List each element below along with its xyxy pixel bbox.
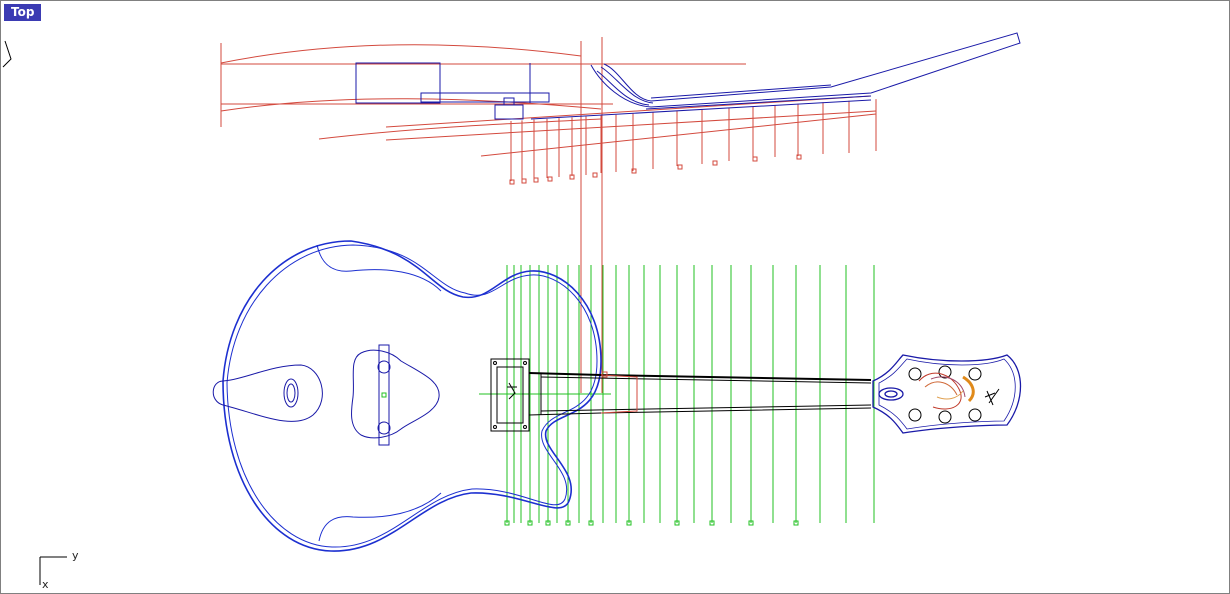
fretboard-bottom-inner: [540, 404, 872, 412]
fret-marker: [504, 520, 510, 526]
fret-marker: [565, 520, 571, 526]
axis-x-label: x: [42, 578, 49, 591]
headstock-symbol: [984, 388, 1000, 406]
projection-marker: [509, 179, 515, 185]
projection-marker: [592, 172, 598, 178]
fret-projection-ticks: [509, 99, 877, 185]
neck-profile-bottom-line: [645, 95, 872, 110]
projection-marker: [533, 177, 539, 183]
bridge-block-large: [355, 62, 441, 104]
saddle-block: [494, 104, 524, 120]
slope-guide: [480, 113, 877, 157]
fret-lines-green: [504, 265, 875, 526]
tailpiece: [212, 364, 323, 422]
truss-rod-cover: [878, 387, 904, 401]
saddle-cap: [503, 97, 515, 106]
projection-marker: [752, 156, 758, 162]
headstock-profile-top: [590, 32, 1021, 108]
fret-marker: [527, 520, 533, 526]
axis-y-label: y: [72, 549, 79, 562]
bridge-post-bottom: [377, 421, 391, 435]
pickup-symbol: [507, 382, 517, 400]
bridge-assembly: [350, 344, 440, 446]
bridge-plate: [420, 92, 550, 103]
body-outline-inner: [226, 244, 598, 548]
fret-marker: [674, 520, 680, 526]
projection-marker: [547, 176, 553, 182]
body-outline-outer: [222, 240, 602, 552]
fret-marker: [626, 520, 632, 526]
profile-curve-mid: [220, 98, 602, 112]
offscreen-curve-fragment: [2, 40, 12, 68]
projection-marker: [677, 164, 683, 170]
neck-profile-inner2: [600, 66, 654, 104]
neck-heel-red: [600, 371, 638, 414]
bridge-post-top: [377, 360, 391, 374]
neck-profile-inner: [596, 70, 650, 106]
profile-curve-top: [220, 44, 582, 64]
projection-marker: [521, 178, 527, 184]
tailpiece-outline: [212, 364, 323, 422]
headstock-outline: [872, 354, 1022, 434]
axis-indicator: y x: [39, 549, 79, 591]
fret-marker: [588, 520, 594, 526]
pickup-assembly: [490, 358, 530, 432]
bridge-bar: [378, 344, 390, 446]
fret-marker: [545, 520, 551, 526]
projection-marker: [569, 174, 575, 180]
profile-blue: [355, 32, 1021, 120]
projection-marker: [796, 154, 802, 160]
headstock: [872, 354, 1022, 434]
bridge-base: [350, 349, 440, 439]
neck-profile-top-line: [650, 84, 832, 99]
viewport-title-label[interactable]: Top: [4, 4, 42, 21]
pickup-inner: [496, 366, 524, 424]
guitar-body: [222, 240, 602, 552]
tuner-holes: [908, 365, 982, 424]
fret-marker: [709, 520, 715, 526]
lower-binding-curve: [318, 492, 442, 542]
fret-marker: [793, 520, 799, 526]
construction-lines-red: [220, 37, 877, 393]
projection-marker: [712, 160, 718, 166]
horizontal-guide-4: [385, 110, 877, 141]
profile-curve-lower: [318, 118, 602, 140]
projection-marker: [631, 168, 637, 174]
headstock-inlay: [918, 372, 1000, 410]
upper-binding-curve: [316, 244, 442, 292]
fretboard-top-inner: [540, 376, 872, 384]
tailpiece-logo: [283, 378, 299, 408]
neck-profile-line3: [530, 99, 872, 120]
headstock-outline-inner: [878, 358, 1016, 430]
fret-marker: [748, 520, 754, 526]
bridge-center-marker: [381, 392, 387, 398]
